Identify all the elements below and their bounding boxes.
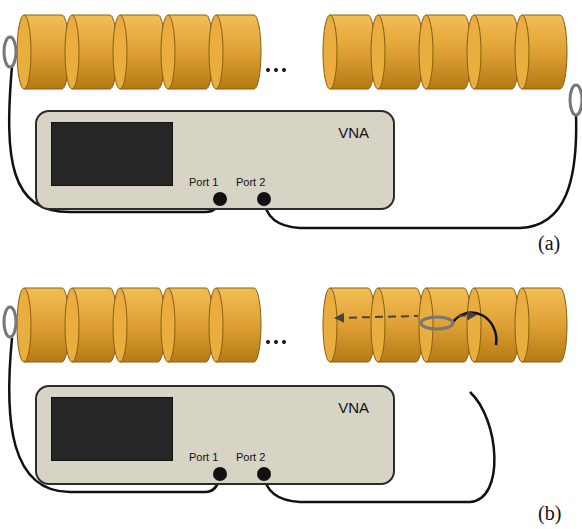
cylinder-face	[323, 288, 337, 362]
cable	[452, 312, 496, 345]
cylinder-face	[209, 288, 223, 362]
cylinder-face	[515, 288, 529, 362]
panel-label: (a)	[538, 232, 560, 255]
ellipsis-dot	[274, 68, 278, 72]
cylinder-face	[65, 15, 79, 89]
port-connector	[257, 467, 271, 481]
loop-probe	[4, 307, 16, 337]
port-label: Port 1	[189, 176, 218, 188]
cylinder-face	[371, 288, 385, 362]
ellipsis-dot	[282, 340, 286, 344]
panel-label: (b)	[538, 502, 561, 525]
vna-box: VNA Port 1 Port 2	[35, 385, 395, 485]
move-arrow	[336, 316, 418, 318]
cylinder-face	[209, 15, 223, 89]
loop-probe	[570, 85, 582, 115]
port-connector	[213, 467, 227, 481]
cylinder-face	[65, 288, 79, 362]
port-label: Port 1	[189, 451, 218, 463]
ellipsis-dot	[282, 68, 286, 72]
vna-box: VNA Port 1 Port 2	[35, 110, 395, 210]
cylinder-face	[161, 288, 175, 362]
port-connector	[213, 192, 227, 206]
cylinder-face	[113, 288, 127, 362]
cylinder-face	[467, 15, 481, 89]
ellipsis-dot	[266, 340, 270, 344]
cylinder-face	[17, 15, 31, 89]
loop-probe	[421, 317, 453, 329]
port-label: Port 2	[236, 451, 265, 463]
cylinder-face	[17, 288, 31, 362]
cylinder-face	[323, 15, 337, 89]
screen	[51, 397, 173, 461]
ellipsis-dot	[266, 68, 270, 72]
move-arrow	[458, 315, 475, 316]
cylinder-face	[371, 15, 385, 89]
cylinder-face	[515, 15, 529, 89]
cylinder-face	[113, 15, 127, 89]
ellipsis-dot	[274, 340, 278, 344]
cylinder-face	[419, 15, 433, 89]
loop-probe	[4, 37, 16, 67]
cylinder-face	[161, 15, 175, 89]
probes	[4, 37, 582, 345]
instrument-name: VNA	[338, 399, 369, 416]
port-connector	[257, 192, 271, 206]
port-label: Port 2	[236, 176, 265, 188]
cylinder-face	[467, 288, 481, 362]
instrument-name: VNA	[338, 124, 369, 141]
resonator-chain	[17, 15, 567, 362]
cables	[9, 66, 576, 502]
screen	[51, 122, 173, 186]
